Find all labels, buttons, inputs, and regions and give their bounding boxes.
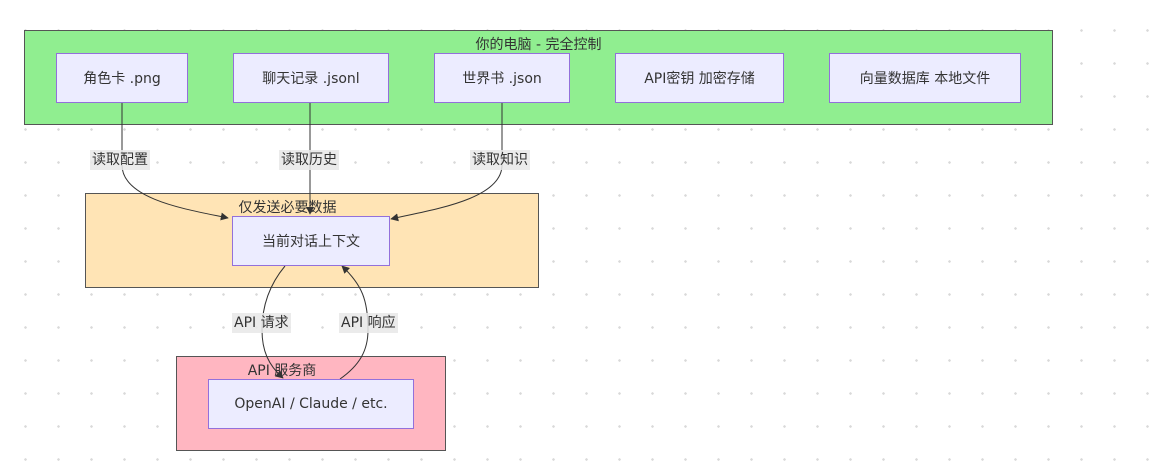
node-llm-provider: OpenAI / Claude / etc. xyxy=(208,379,414,429)
node-current-context: 当前对话上下文 xyxy=(232,216,390,266)
edge-label-read-config: 读取配置 xyxy=(90,150,150,170)
group-computer-title: 你的电脑 - 完全控制 xyxy=(475,37,602,53)
node-chat-log: 聊天记录 .jsonl xyxy=(233,53,389,103)
edge-label-api-request: API 请求 xyxy=(232,313,291,333)
node-character-card: 角色卡 .png xyxy=(56,53,188,103)
node-vector-db: 向量数据库 本地文件 xyxy=(829,53,1021,103)
edge-label-read-history: 读取历史 xyxy=(279,150,339,170)
group-provider-title: API 服务商 xyxy=(247,363,317,379)
group-context-title: 仅发送必要数据 xyxy=(238,200,337,216)
node-world-book: 世界书 .json xyxy=(434,53,570,103)
edge-label-api-response: API 响应 xyxy=(339,313,398,333)
edge-label-read-knowledge: 读取知识 xyxy=(470,150,530,170)
node-api-key: API密钥 加密存储 xyxy=(615,53,784,103)
